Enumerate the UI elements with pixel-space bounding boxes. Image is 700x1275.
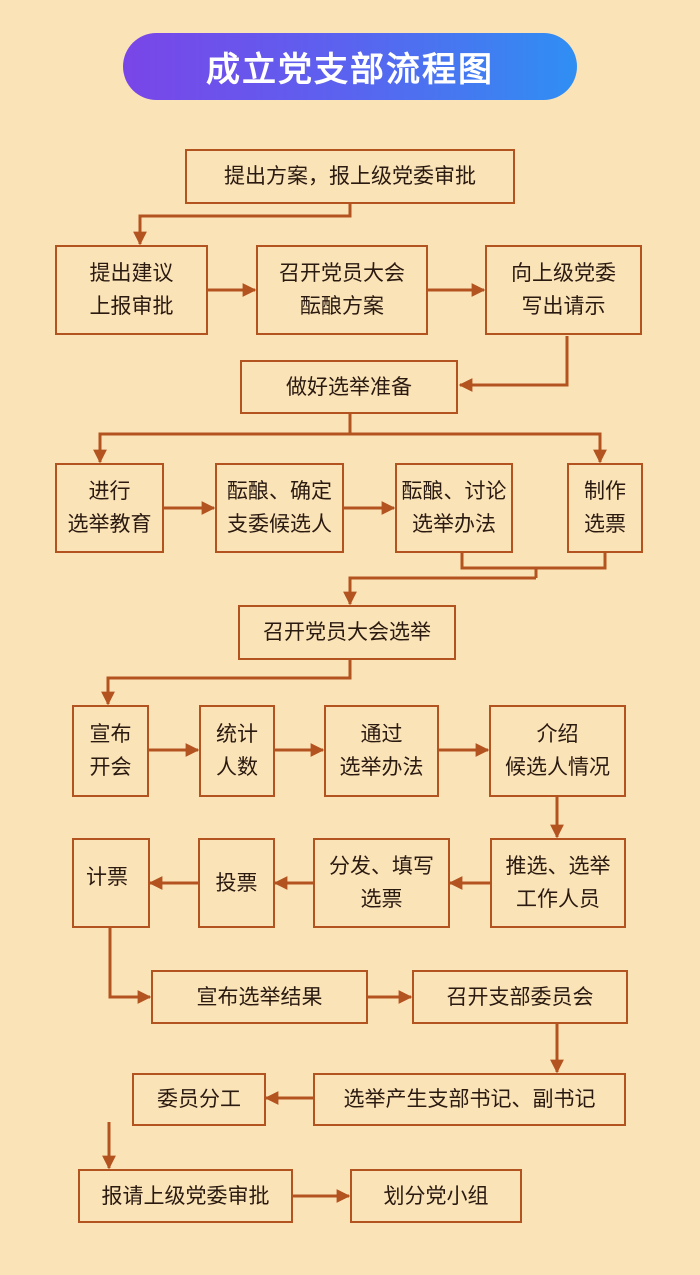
node-assembly1-line-2: 酝酿方案 xyxy=(300,294,384,318)
arrow-tally-announce xyxy=(108,928,152,1004)
node-open-line-1: 宣布 xyxy=(89,722,132,746)
node-count-people-line-2: 人数 xyxy=(216,755,258,779)
node-committee-meeting: 召开支部委员会 xyxy=(412,970,628,1024)
node-request-line-2: 写出请示 xyxy=(521,294,606,318)
node-distribute: 分发、填写 选票 xyxy=(313,838,450,928)
node-count-people-line-1: 统计 xyxy=(216,722,258,746)
node-candidates-line-2: 支委候选人 xyxy=(227,512,332,536)
node-proposal: 提出方案，报上级党委审批 xyxy=(185,149,515,204)
node-assembly1-line-1: 召开党员大会 xyxy=(279,261,405,285)
arrow-merge-assembly2 xyxy=(343,576,536,606)
node-elect-secretary-line-1: 选举产生支部书记、副书记 xyxy=(343,1087,596,1111)
node-request: 向上级党委 写出请示 xyxy=(485,245,642,335)
arrow-request-prepare xyxy=(458,336,569,392)
node-staff-line-2: 工作人员 xyxy=(516,887,600,911)
node-division: 委员分工 xyxy=(132,1073,266,1126)
merge-method xyxy=(460,553,538,578)
node-suggest-line-1: 提出建议 xyxy=(89,261,174,285)
node-proposal-line-1: 提出方案，报上级党委审批 xyxy=(224,164,476,188)
arrow-prepare-education xyxy=(93,414,352,464)
node-report: 报请上级党委审批 xyxy=(78,1169,293,1223)
node-intro-line-2: 候选人情况 xyxy=(505,755,610,779)
node-pass-method-line-2: 选举办法 xyxy=(339,755,424,779)
node-pass-method: 通过 选举办法 xyxy=(324,705,439,797)
node-open: 宣布 开会 xyxy=(72,705,149,797)
node-method-line-2: 选举办法 xyxy=(412,512,496,536)
arrow-proposal-suggest xyxy=(133,204,352,246)
node-distribute-line-1: 分发、填写 xyxy=(329,854,434,878)
node-ballots-make: 制作 选票 xyxy=(567,463,643,553)
node-vote-line-1: 投票 xyxy=(215,870,258,895)
node-suggest: 提出建议 上报审批 xyxy=(55,245,208,335)
node-candidates: 酝酿、确定 支委候选人 xyxy=(215,463,344,553)
node-intro-line-1: 介绍 xyxy=(536,722,579,746)
node-staff: 推选、选举 工作人员 xyxy=(490,838,626,928)
node-assembly2-line-1: 召开党员大会选举 xyxy=(263,620,431,644)
node-education-line-1: 进行 xyxy=(88,479,131,503)
node-education-line-2: 选举教育 xyxy=(67,512,152,536)
node-committee-meeting-line-1: 召开支部委员会 xyxy=(446,984,594,1009)
node-ballots-make-line-2: 选票 xyxy=(584,512,626,536)
node-suggest-line-2: 上报审批 xyxy=(89,294,174,318)
node-count-people: 统计 人数 xyxy=(199,705,275,797)
node-ballots-make-line-1: 制作 xyxy=(584,479,626,503)
node-announce: 宣布选举结果 xyxy=(151,970,368,1024)
node-education: 进行 选举教育 xyxy=(55,463,164,553)
arrow-assembly2-open xyxy=(101,660,352,706)
merge-ballots xyxy=(536,553,607,570)
arrow-prepare-ballots xyxy=(350,432,607,464)
node-groups-line-1: 划分党小组 xyxy=(383,1183,489,1208)
page-title: 成立党支部流程图 xyxy=(123,33,577,100)
node-distribute-line-2: 选票 xyxy=(360,887,403,911)
node-pass-method-line-1: 通过 xyxy=(360,722,403,746)
node-request-line-1: 向上级党委 xyxy=(511,261,616,285)
node-prepare-line-1: 做好选举准备 xyxy=(286,374,412,399)
node-assembly2: 召开党员大会选举 xyxy=(238,605,456,660)
node-staff-line-1: 推选、选举 xyxy=(505,854,611,878)
node-intro: 介绍 候选人情况 xyxy=(489,705,626,797)
node-division-line-1: 委员分工 xyxy=(157,1087,241,1111)
node-groups: 划分党小组 xyxy=(350,1169,522,1223)
node-method-line-1: 酝酿、讨论 xyxy=(401,479,507,503)
node-tally: 计票 xyxy=(72,838,150,928)
node-report-line-1: 报请上级党委审批 xyxy=(101,1183,270,1208)
node-announce-line-1: 宣布选举结果 xyxy=(196,984,323,1009)
node-tally-line-1: 计票 xyxy=(86,865,128,889)
node-open-line-2: 开会 xyxy=(89,755,132,779)
node-elect-secretary: 选举产生支部书记、副书记 xyxy=(313,1073,626,1126)
node-candidates-line-1: 酝酿、确定 xyxy=(227,479,332,503)
node-vote: 投票 xyxy=(198,838,275,928)
node-prepare: 做好选举准备 xyxy=(240,360,458,414)
node-method: 酝酿、讨论 选举办法 xyxy=(395,463,513,553)
page-title-text: 成立党支部流程图 xyxy=(206,50,494,90)
node-assembly1: 召开党员大会 酝酿方案 xyxy=(256,245,428,335)
